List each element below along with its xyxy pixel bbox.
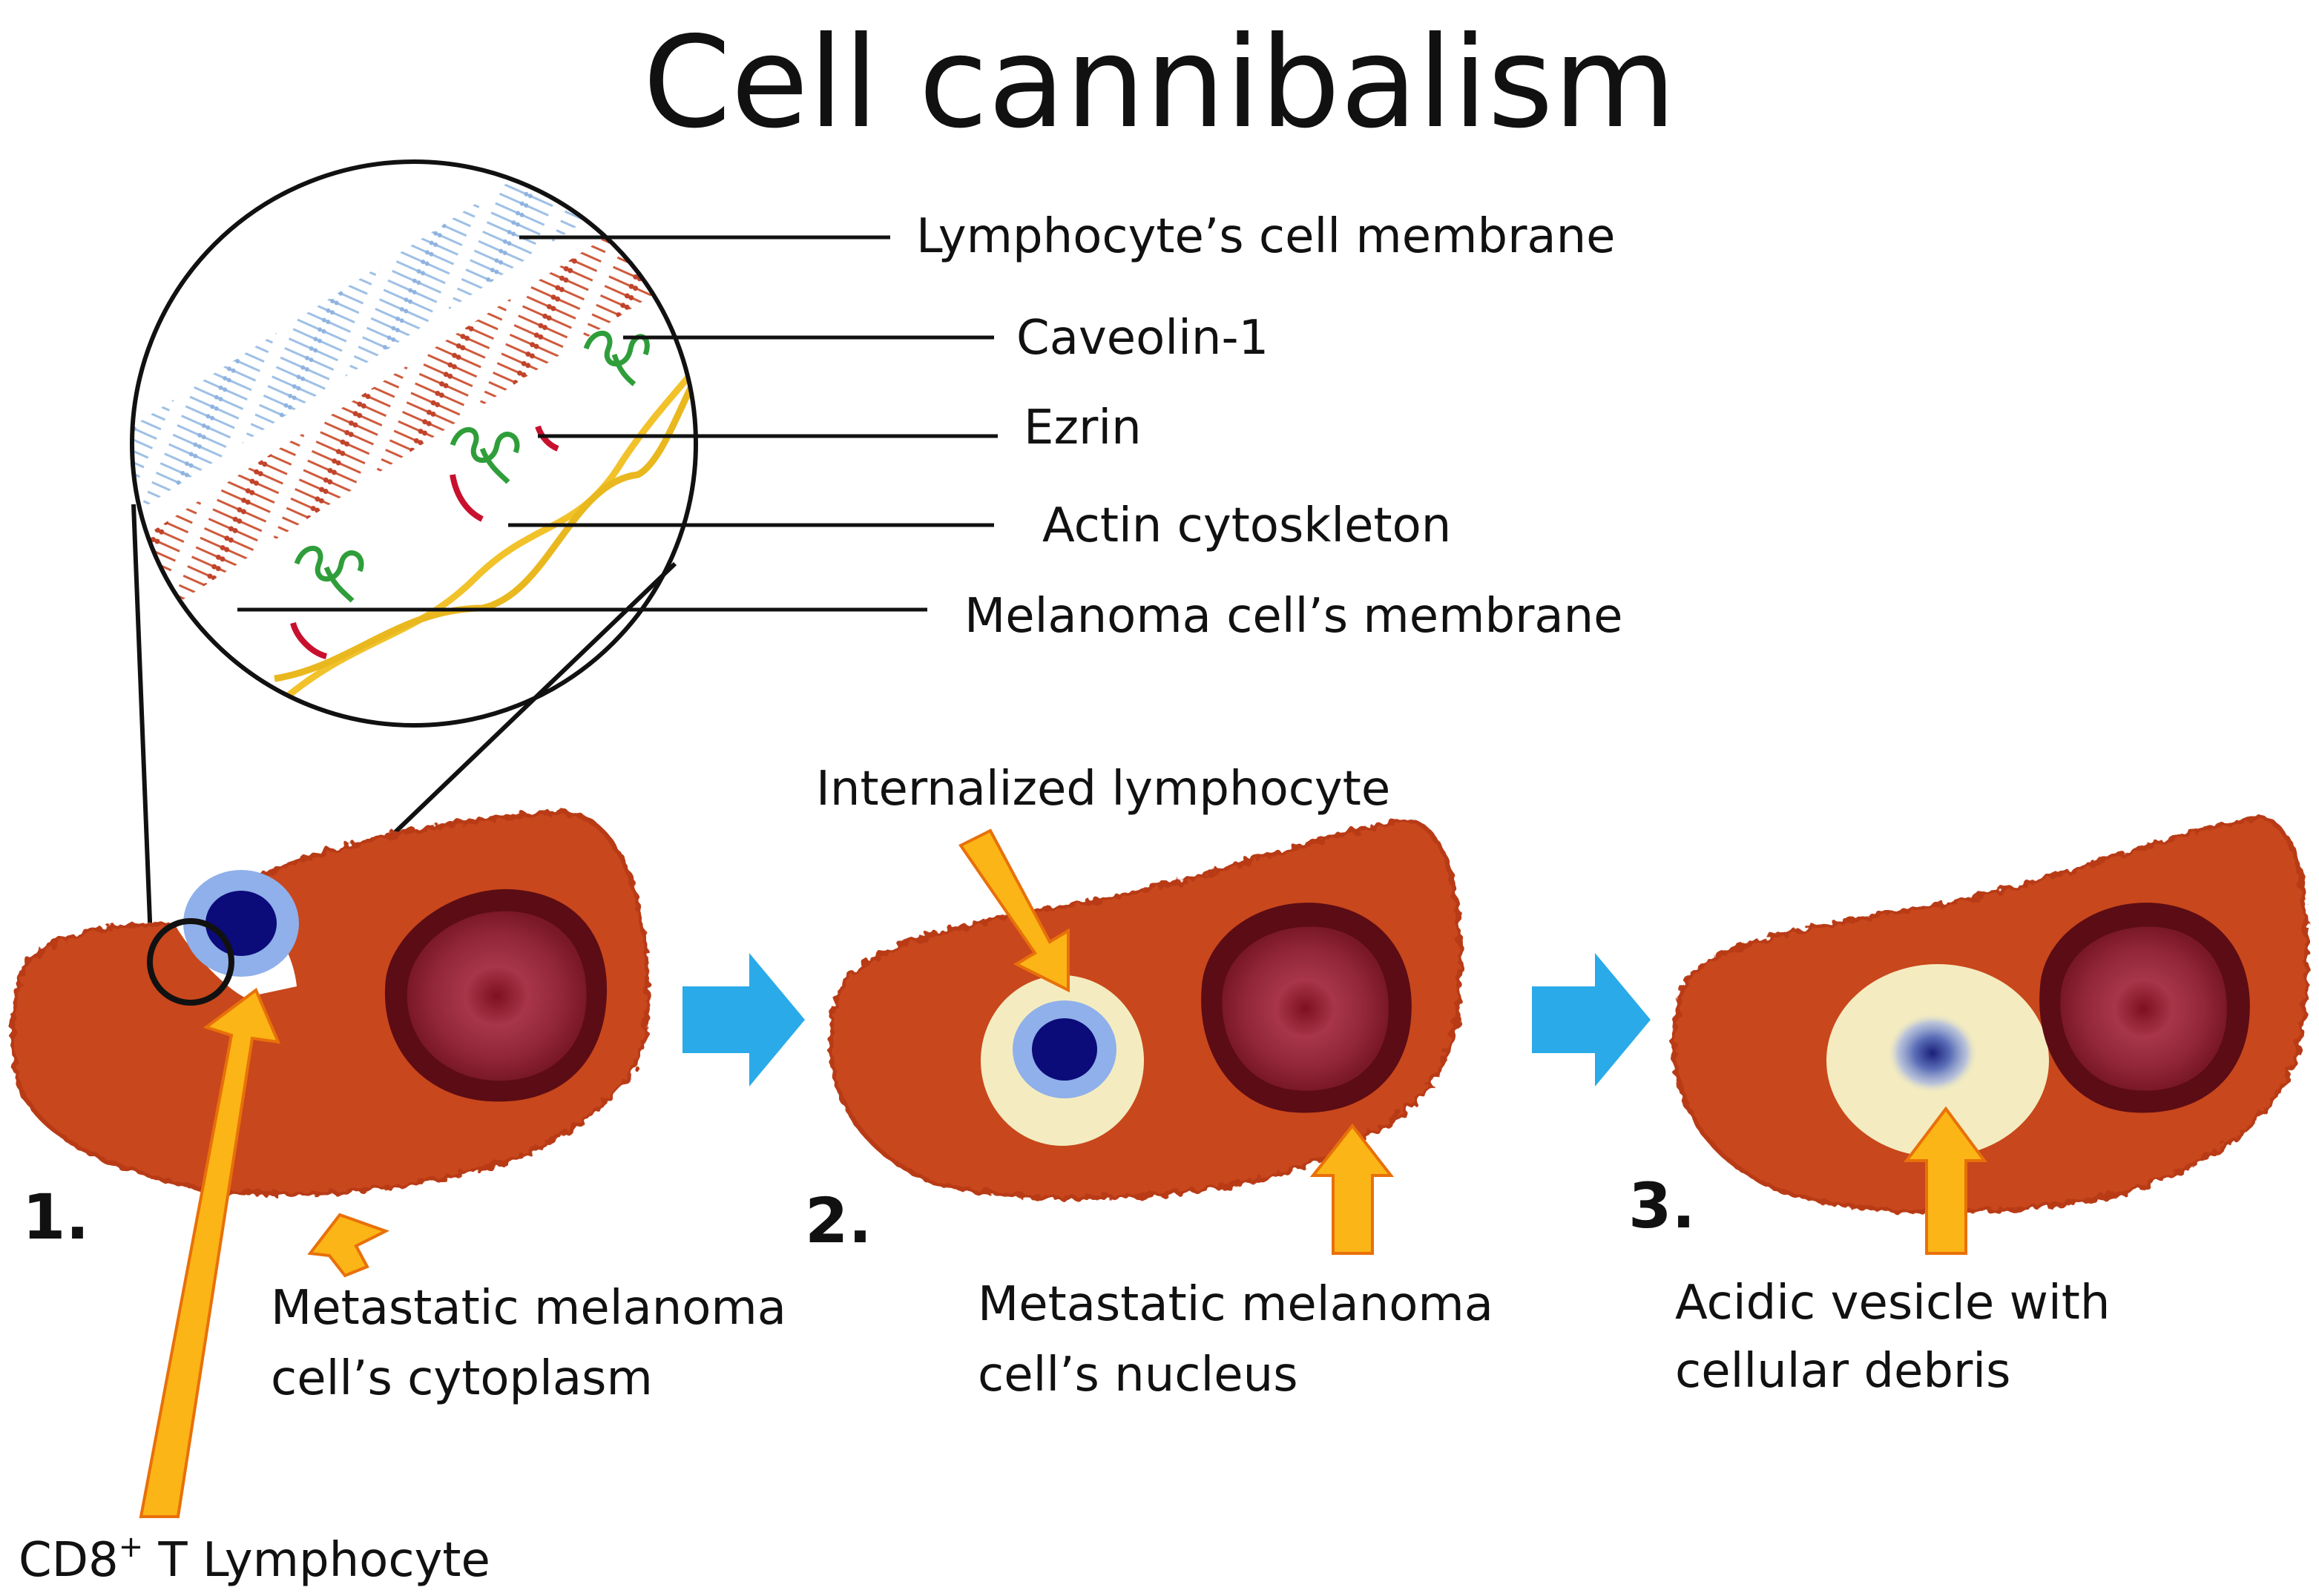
caveolin-1-a xyxy=(294,545,364,603)
step-arrow-2 xyxy=(1532,953,1651,1086)
step-1-lymphocyte-nucleus xyxy=(205,891,277,956)
label-cytoplasm-line2: cell’s cytoplasm xyxy=(271,1351,653,1406)
label-lymphocyte-membrane: Lymphocyte’s cell membrane xyxy=(916,209,1616,264)
step-2-cell xyxy=(828,817,1462,1201)
internalized-pointer-arrow xyxy=(958,828,1070,993)
step-3-cell xyxy=(1672,814,2309,1214)
label-vesicle-line2: cellular debris xyxy=(1675,1344,2010,1399)
cytoplasm-pointer-arrow xyxy=(307,1213,390,1278)
ezrin-link-3 xyxy=(535,425,559,452)
lymphocyte-membrane-bilayer xyxy=(132,162,696,591)
label-actin: Actin cytoskleton xyxy=(1042,498,1451,553)
step-3-cellular-debris xyxy=(1887,1012,1978,1094)
melanoma-membrane-bilayer xyxy=(132,162,696,673)
label-nucleus-line2: cell’s nucleus xyxy=(978,1348,1298,1402)
label-vesicle-line1: Acidic vesicle with xyxy=(1675,1276,2110,1330)
label-cd8-lymphocyte: CD8+ T Lymphocyte xyxy=(19,1530,490,1588)
ezrin-link-2 xyxy=(450,474,484,522)
ezrin-link-1 xyxy=(290,621,328,659)
vesicle-pointer-arrow xyxy=(1903,1106,1987,1255)
nucleus-pointer-arrow xyxy=(1309,1123,1395,1255)
step-1-nucleus-inner xyxy=(407,911,587,1081)
label-melanoma-membrane: Melanoma cell’s membrane xyxy=(964,589,1623,644)
step-3-number: 3. xyxy=(1628,1170,1695,1242)
step-1-number: 1. xyxy=(22,1181,89,1253)
step-2-nucleus-inner xyxy=(1222,926,1389,1091)
label-cytoplasm-line1: Metastatic melanoma xyxy=(271,1281,786,1336)
step-3-nucleus-inner xyxy=(2060,926,2227,1091)
label-nucleus-line1: Metastatic melanoma xyxy=(978,1277,1493,1332)
step-2-number: 2. xyxy=(805,1184,872,1257)
actin-strand-b xyxy=(274,353,696,682)
membrane-zoom-inset xyxy=(130,159,698,728)
label-internalized: Internalized lymphocyte xyxy=(816,762,1390,817)
label-caveolin: Caveolin-1 xyxy=(1016,311,1269,366)
label-ezrin: Ezrin xyxy=(1024,400,1142,455)
zoom-connector-left xyxy=(131,504,154,978)
step-2-lymphocyte-nucleus xyxy=(1032,1018,1097,1081)
caveolin-1-b xyxy=(450,426,520,484)
lymphocyte-pointer-arrow xyxy=(139,987,281,1518)
page-title: Cell cannibalism xyxy=(643,10,1677,156)
step-1-zoom-circle xyxy=(147,918,234,1006)
step-1-cell xyxy=(10,809,651,1196)
step-arrow-1 xyxy=(682,953,805,1086)
inset-circle-outline xyxy=(130,159,698,728)
